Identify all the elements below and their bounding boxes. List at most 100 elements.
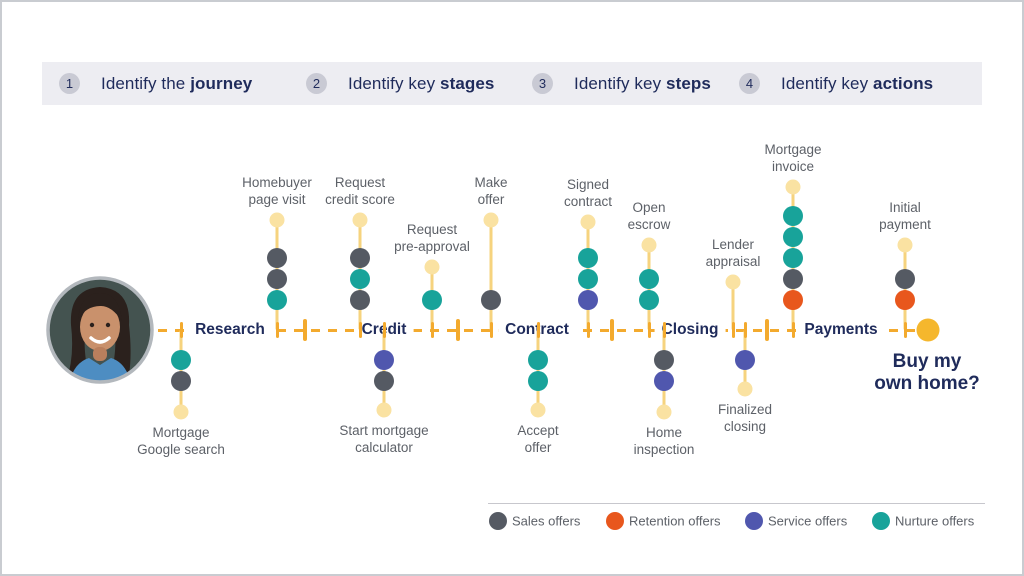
accept-offer-offer-dot-nurture [528, 350, 548, 370]
mortgage-invoice-endpoint-dot [785, 179, 801, 195]
homebuyer-page-visit-offer-dot-nurture [267, 290, 287, 310]
touchpoint-foot-tick [903, 322, 907, 338]
home-inspection-offer-dot-service [654, 371, 674, 391]
mortgage-google-search-offer-dot-sales [171, 371, 191, 391]
step-number-badge: 1 [59, 73, 80, 94]
step-label: Identify key stages [348, 73, 495, 93]
journey-end-dot [916, 318, 940, 342]
touchpoint-stem-make-offer [489, 220, 493, 330]
touchpoint-foot-tick [536, 322, 540, 338]
stage-label-payments: Payments [797, 319, 885, 341]
touchpoint-foot-tick [731, 322, 735, 338]
stage-boundary-tick [610, 319, 614, 341]
process-steps-bar: 1 Identify the journey 2 Identify key stage… [42, 62, 982, 105]
mortgage-google-search-offer-dot-nurture [171, 350, 191, 370]
process-step-1: 1 Identify the journey [59, 62, 252, 105]
request-credit-score-offer-dot-sales [350, 248, 370, 268]
request-pre-approval-endpoint-dot [424, 259, 440, 275]
step-label: Identify key actions [781, 73, 934, 93]
legend-label-nurture: Nurture offers [895, 513, 975, 529]
finalized-closing-offer-dot-service [735, 350, 755, 370]
request-pre-approval-offer-dot-nurture [422, 290, 442, 310]
accept-offer-offer-dot-nurture [528, 371, 548, 391]
stage-boundary-tick [765, 319, 769, 341]
start-mortgage-calculator-offer-dot-service [374, 350, 394, 370]
touchpoint-foot-tick [791, 322, 795, 338]
touchpoint-foot-tick [382, 322, 386, 338]
homebuyer-page-visit-offer-dot-sales [267, 269, 287, 289]
step-number-badge: 2 [306, 73, 327, 94]
persona-goal: Buy my own home? [817, 351, 1024, 395]
signed-contract-offer-dot-nurture [578, 269, 598, 289]
initial-payment-offer-dot-retention [895, 290, 915, 310]
process-step-2: 2 Identify key stages [306, 62, 494, 105]
start-mortgage-calculator-endpoint-dot [376, 402, 392, 418]
process-step-3: 3 Identify key steps [532, 62, 711, 105]
touchpoint-foot-tick [179, 322, 183, 338]
signed-contract-offer-dot-service [578, 290, 598, 310]
touchpoint-foot-tick [743, 322, 747, 338]
touchpoint-foot-tick [647, 322, 651, 338]
legend-label-service: Service offers [768, 513, 848, 529]
touchpoint-stem-start-mortgage-calculator [382, 330, 386, 410]
finalized-closing-endpoint-dot [737, 381, 753, 397]
step-label: Identify the journey [101, 73, 253, 93]
mortgage-invoice-offer-dot-nurture [783, 206, 803, 226]
touchpoint-foot-tick [489, 322, 493, 338]
touchpoint-foot-tick [275, 322, 279, 338]
open-escrow-offer-dot-nurture [639, 269, 659, 289]
signed-contract-endpoint-dot [580, 214, 596, 230]
make-offer-endpoint-dot [483, 212, 499, 228]
legend-label-retention: Retention offers [629, 513, 721, 529]
lender-appraisal-endpoint-dot [725, 274, 741, 290]
legend-dot-nurture [872, 512, 890, 530]
stage-label-closing: Closing [654, 319, 726, 341]
initial-payment-endpoint-dot [897, 237, 913, 253]
touchpoint-stem-lender-appraisal [731, 282, 735, 330]
touchpoint-foot-tick [586, 322, 590, 338]
process-step-4: 4 Identify key actions [739, 62, 933, 105]
legend-dot-sales [489, 512, 507, 530]
stage-boundary-tick [456, 319, 460, 341]
signed-contract-offer-dot-nurture [578, 248, 598, 268]
stage-boundary-tick [303, 319, 307, 341]
request-credit-score-offer-dot-sales [350, 290, 370, 310]
touchpoint-stem-accept-offer [536, 330, 540, 410]
open-escrow-endpoint-dot [641, 237, 657, 253]
initial-payment-offer-dot-sales [895, 269, 915, 289]
request-credit-score-endpoint-dot [352, 212, 368, 228]
persona-photo [46, 276, 154, 384]
home-inspection-endpoint-dot [656, 404, 672, 420]
request-credit-score-offer-dot-nurture [350, 269, 370, 289]
persona-goal-line1: Buy my [892, 351, 962, 372]
open-escrow-offer-dot-nurture [639, 290, 659, 310]
step-number-badge: 3 [532, 73, 553, 94]
touchpoint-foot-tick [662, 322, 666, 338]
touchpoint-foot-tick [358, 322, 362, 338]
stage-label-research: Research [188, 319, 272, 341]
mortgage-invoice-offer-dot-retention [783, 290, 803, 310]
mortgage-invoice-offer-dot-nurture [783, 248, 803, 268]
legend-divider [488, 503, 985, 504]
make-offer-offer-dot-sales [481, 290, 501, 310]
legend-label-sales: Sales offers [512, 513, 581, 529]
step-number-badge: 4 [739, 73, 760, 94]
start-mortgage-calculator-offer-dot-sales [374, 371, 394, 391]
touchpoint-foot-tick [430, 322, 434, 338]
step-label: Identify key steps [574, 73, 711, 93]
accept-offer-endpoint-dot [530, 402, 546, 418]
mortgage-invoice-offer-dot-sales [783, 269, 803, 289]
persona-goal-line2: own home? [874, 373, 980, 394]
